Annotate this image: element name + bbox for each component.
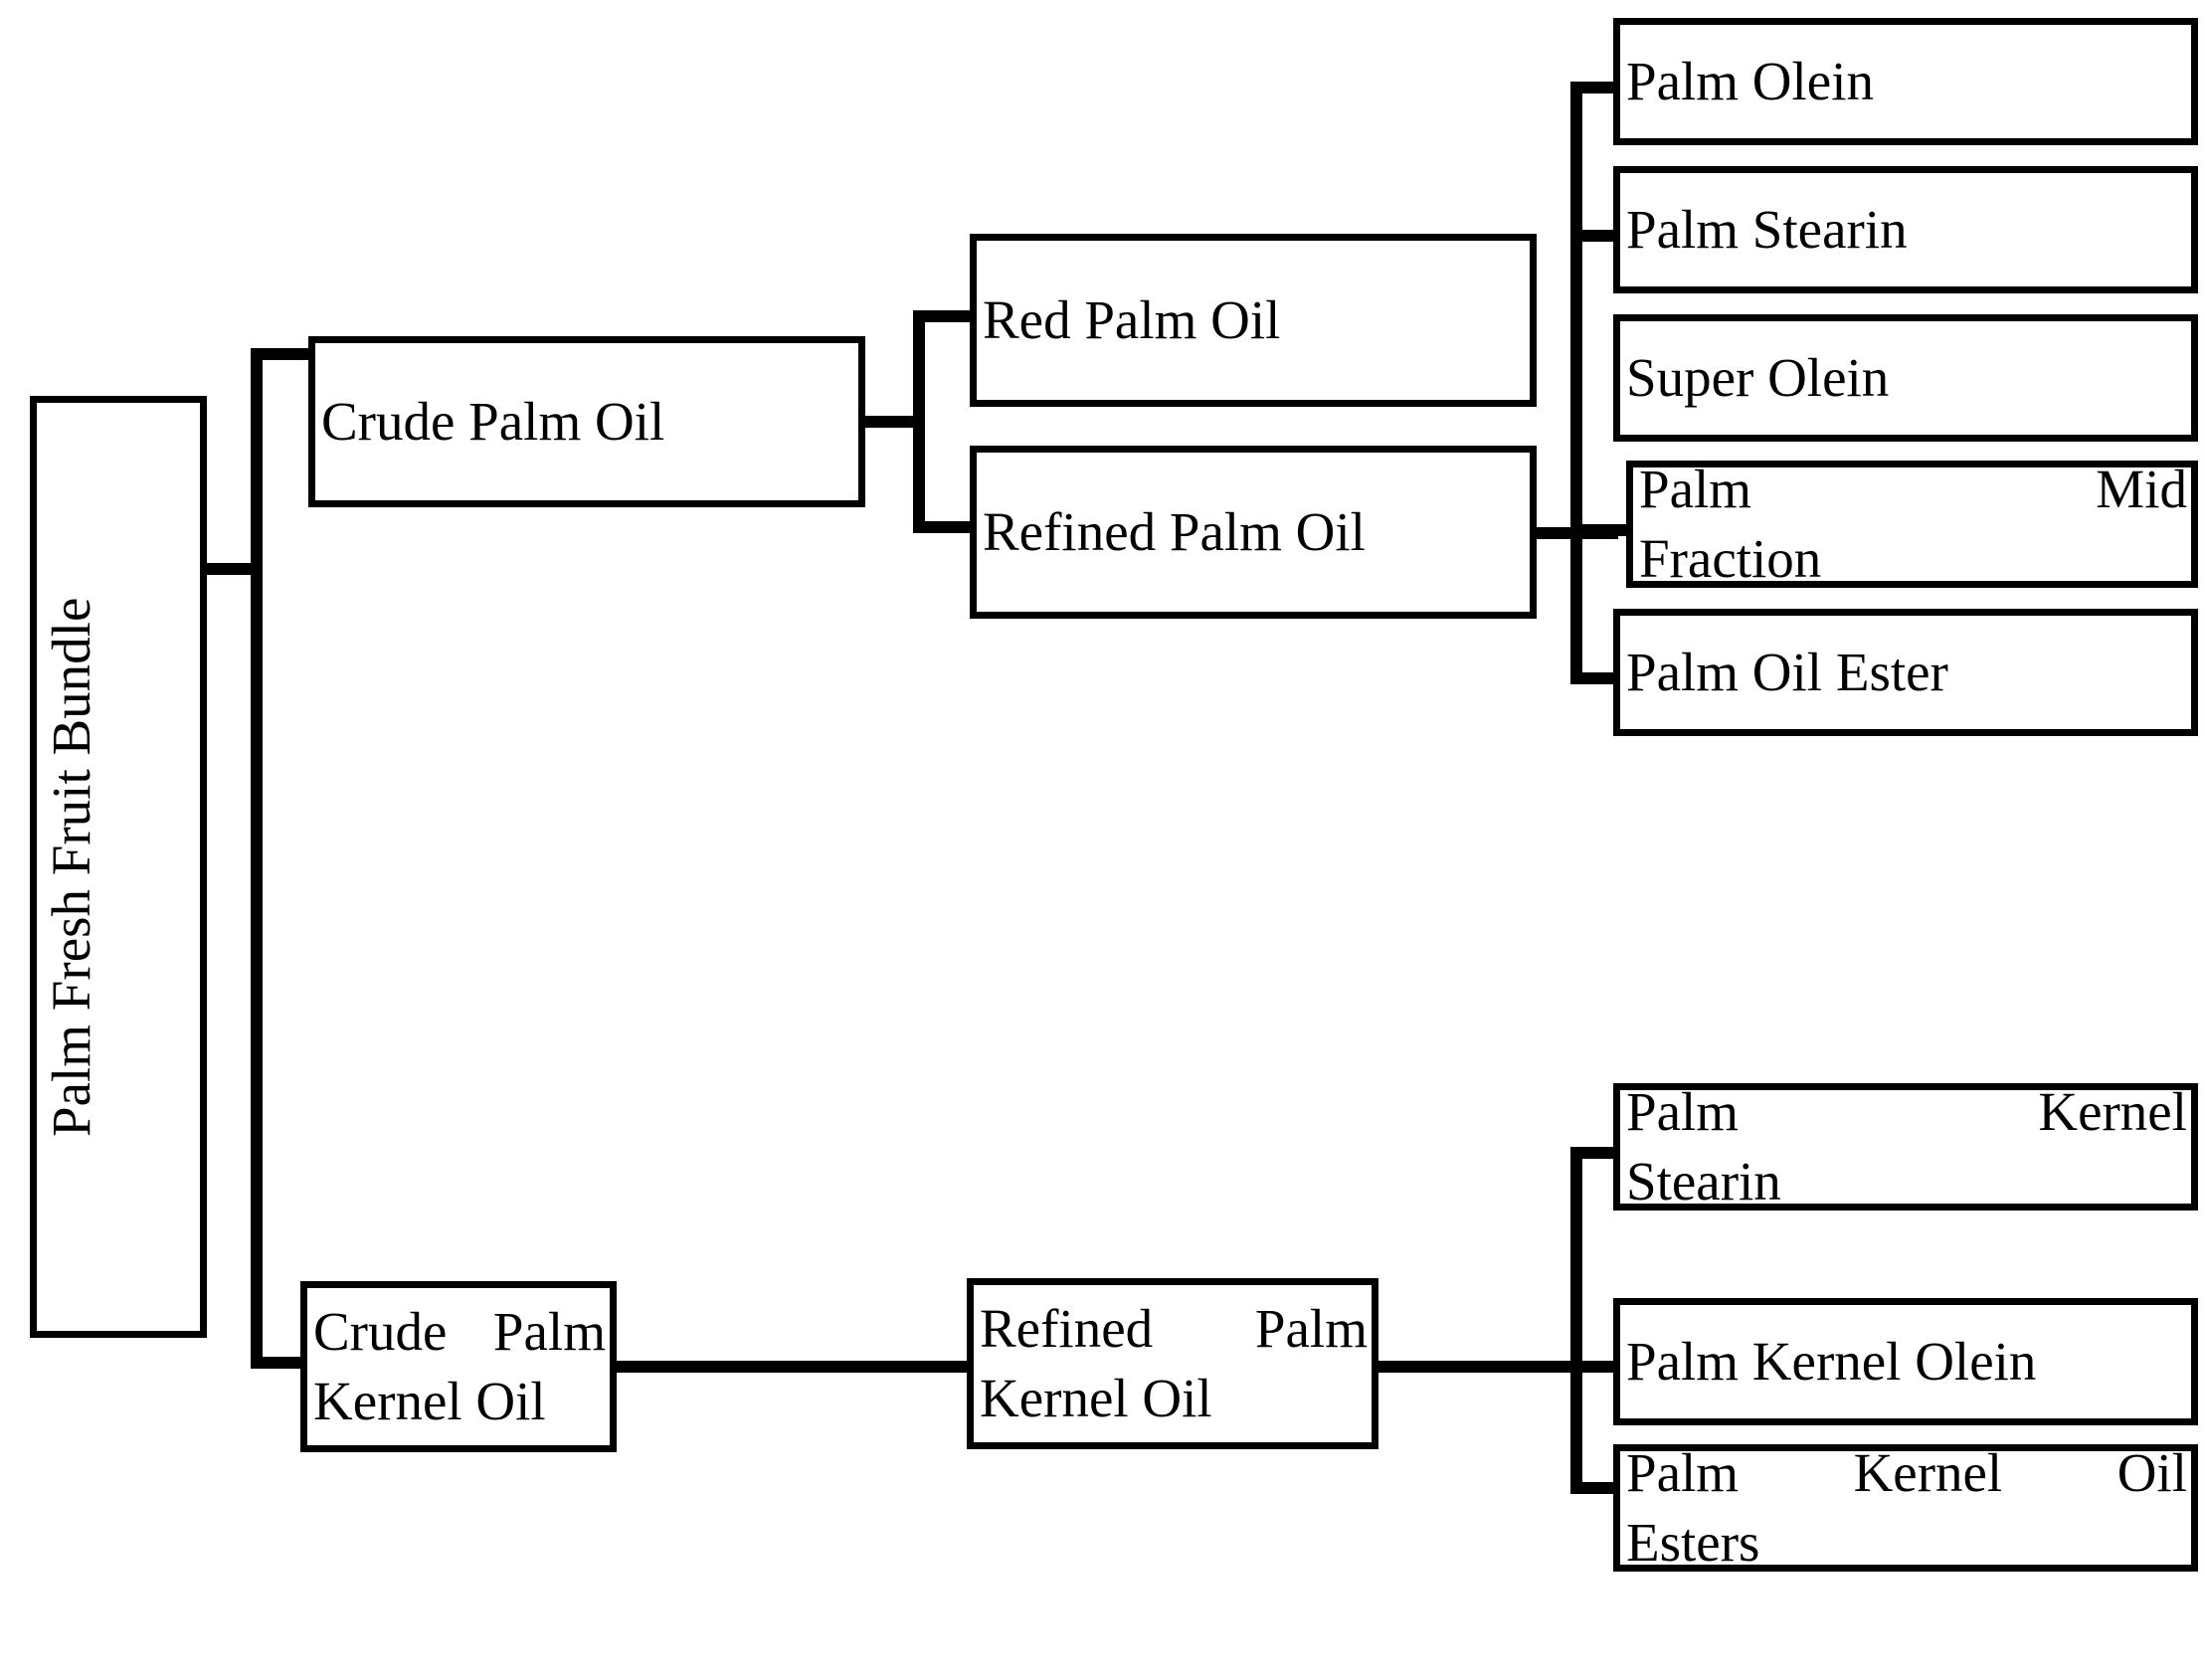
node-label-line2: Fraction [1639,528,1822,589]
node-refined-palm-oil[interactable]: Refined Palm Oil [970,446,1537,619]
connector-to-palm-kernel-stearin [1570,1147,1618,1159]
node-label-line1: Refined Palm [980,1297,1368,1359]
connector-spine-root [251,348,263,1369]
connector-to-palm-oil-ester [1570,672,1618,684]
connector-to-palm-kernel-olein [1570,1361,1618,1373]
connector-root-to-crude-palm-oil [251,348,312,360]
node-palm-kernel-olein[interactable]: Palm Kernel Olein [1613,1298,2198,1425]
node-label: Crude Palm Oil [321,390,665,452]
connector-root-to-crude-palm-kernel-oil [251,1357,306,1369]
node-crude-palm-oil[interactable]: Crude Palm Oil [308,336,865,507]
node-palm-olein[interactable]: Palm Olein [1613,18,2198,145]
connector-refined-kernel-stub [1372,1361,1582,1373]
node-label: Refined Palm Oil [983,500,1366,562]
node-label: Palm Fresh Fruit Bundle [41,597,101,1137]
node-red-palm-oil[interactable]: Red Palm Oil [970,234,1537,407]
connector-spine-crude-palm-oil [913,310,925,533]
connector-to-palm-olein [1570,82,1618,93]
node-label-line1: Crude Palm [313,1300,606,1362]
node-label: Palm Oil Ester [1626,641,1948,702]
node-label: Super Olein [1626,346,1890,408]
node-label: Palm Stearin [1626,198,1908,260]
node-label: Red Palm Oil [983,288,1281,350]
node-label-line2: Kernel Oil [980,1368,1212,1428]
node-label-line1: Palm Kernel Oil [1626,1441,2187,1503]
node-label: Palm Olein [1626,50,1875,111]
node-label: Palm Kernel Olein [1626,1330,2037,1392]
connector-crude-palm-oil-stub [859,416,925,428]
connector-to-palm-kernel-oil-esters [1570,1482,1618,1494]
node-label-line2: Kernel Oil [313,1371,546,1431]
connector-crude-to-refined-kernel [611,1361,973,1373]
connector-spine-refined-kernel [1570,1147,1582,1494]
connector-to-refined-palm-oil [913,521,975,533]
connector-refined-palm-oil-stub [1531,527,1582,539]
node-label-line1: Palm Kernel [1626,1080,2187,1142]
node-label-line2: Esters [1626,1512,1760,1573]
connector-to-red-palm-oil [913,310,975,322]
node-label-line1: Palm Mid [1639,458,2187,519]
node-super-olein[interactable]: Super Olein [1613,314,2198,442]
node-palm-stearin[interactable]: Palm Stearin [1613,166,2198,293]
connector-to-palm-stearin [1570,230,1618,242]
node-palm-oil-ester[interactable]: Palm Oil Ester [1613,609,2198,736]
node-palm-fresh-fruit-bundle[interactable]: Palm Fresh Fruit Bundle [30,396,207,1338]
connector-root-stub [199,563,263,575]
connector-to-palm-mid-fraction [1570,524,1632,536]
connector-spine-refined-palm-oil [1570,82,1582,684]
node-label-line2: Stearin [1626,1151,1781,1212]
